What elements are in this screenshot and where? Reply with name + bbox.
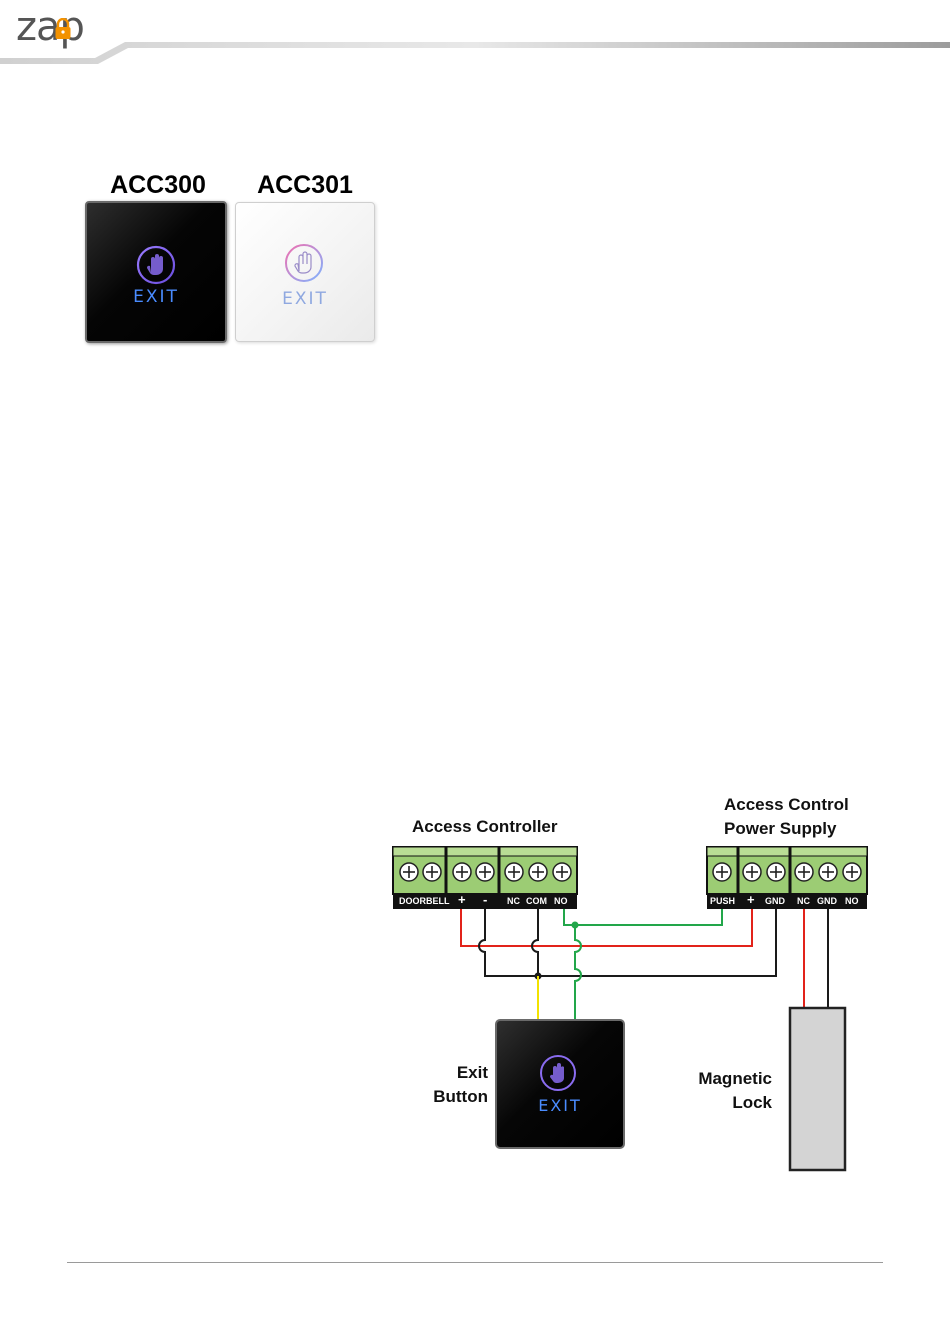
- diagram-exit-text: EXIT: [496, 1096, 624, 1115]
- magnetic-lock-label-line1: Magnetic: [660, 1067, 772, 1091]
- terminal-label-push: PUSH: [710, 894, 735, 908]
- terminal-label-door: DOOR: [399, 894, 426, 908]
- power-supply-terminal-labels: PUSH + GND NC GND NO: [707, 894, 867, 908]
- terminal-label-gnd: GND: [817, 894, 837, 908]
- screw-terminal-push: [713, 863, 731, 881]
- black-wires: [479, 909, 828, 1008]
- screw-terminal-minus: [476, 863, 494, 881]
- terminal-label-nc: NC: [797, 894, 810, 908]
- terminal-label-plus: +: [747, 894, 755, 906]
- screw-terminal-no: [843, 863, 861, 881]
- screw-terminal-plus: [453, 863, 471, 881]
- screw-terminal-nc: [505, 863, 523, 881]
- red-wires: [461, 909, 804, 1008]
- terminal-label-com: COM: [526, 894, 547, 908]
- screw-terminal-no: [553, 863, 571, 881]
- exit-button-label-line1: Exit: [400, 1061, 488, 1085]
- screw-terminal-com: [529, 863, 547, 881]
- diagram-exit-button: [496, 1020, 624, 1148]
- screw-terminal-door: [400, 863, 418, 881]
- screw-terminal-gnd: [767, 863, 785, 881]
- screw-terminal-plus: [743, 863, 761, 881]
- access-controller-terminal-labels: DOOR BELL + - NC COM NO: [393, 894, 577, 908]
- green-wire: [564, 909, 722, 1020]
- terminal-label-no: NO: [554, 894, 568, 908]
- terminal-label-gnd: GND: [765, 894, 785, 908]
- terminal-label-no: NO: [845, 894, 859, 908]
- screw-terminal-bell: [423, 863, 441, 881]
- exit-button-label-line2: Button: [400, 1085, 488, 1109]
- screw-terminal-gnd: [819, 863, 837, 881]
- terminal-label-nc: NC: [507, 894, 520, 908]
- footer-divider: [67, 1262, 883, 1263]
- magnetic-lock-label-line2: Lock: [660, 1091, 772, 1115]
- magnetic-lock-body: [790, 1008, 845, 1170]
- terminal-label-bell: BELL: [426, 894, 450, 908]
- screw-terminal-nc: [795, 863, 813, 881]
- terminal-label-minus: -: [483, 894, 487, 906]
- terminal-label-plus: +: [458, 894, 466, 906]
